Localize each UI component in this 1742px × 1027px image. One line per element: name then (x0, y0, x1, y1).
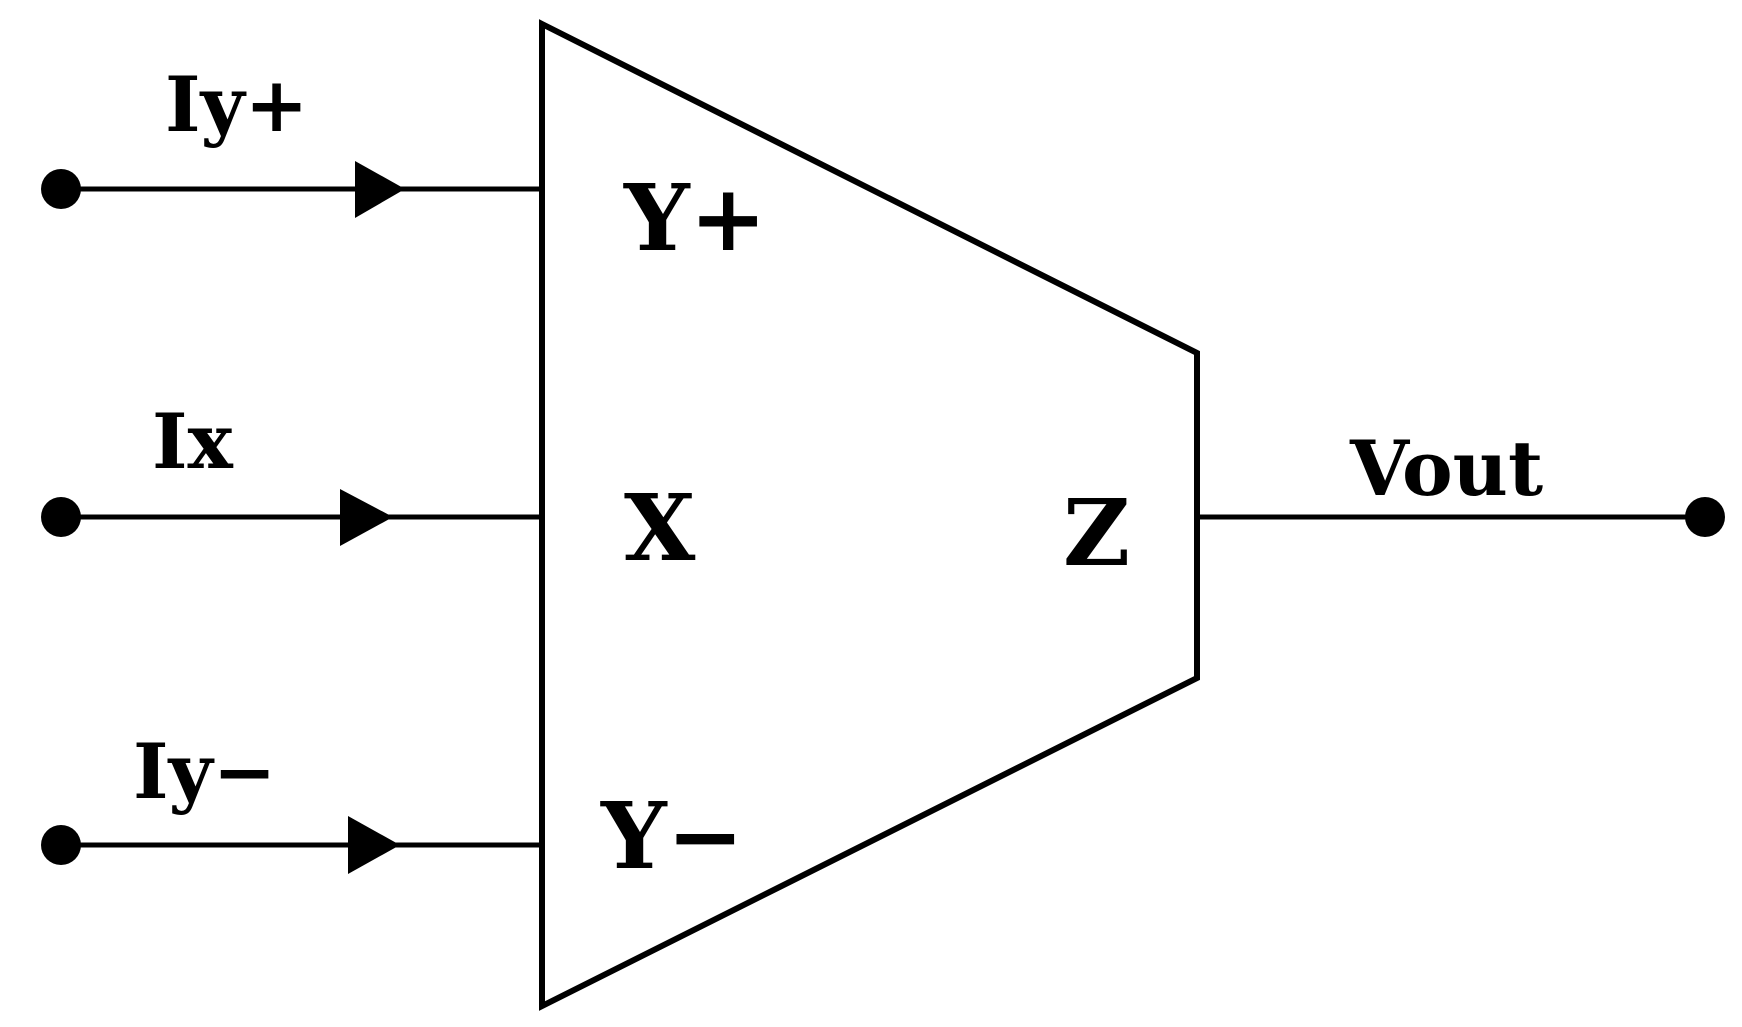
port-y-plus-label: Y+ (623, 164, 767, 272)
port-z-label: Z (1063, 479, 1130, 587)
output-z: Z Vout (1063, 424, 1725, 587)
amplifier-block (539, 19, 1200, 1011)
port-y-minus-label: Y− (600, 782, 744, 890)
input-y-plus: Iy+ Y+ (41, 60, 767, 272)
port-x-label: X (624, 474, 696, 582)
input-y-minus-arrow-icon (348, 816, 400, 874)
input-x-current-label: Ix (152, 397, 234, 486)
input-y-minus-current-label: Iy− (133, 727, 276, 816)
output-voltage-label: Vout (1349, 424, 1543, 513)
input-y-plus-arrow-icon (355, 161, 405, 218)
input-y-minus: Iy− Y− (41, 727, 744, 890)
input-x: Ix X (41, 397, 696, 582)
input-x-arrow-icon (340, 489, 393, 546)
input-y-plus-current-label: Iy+ (165, 60, 308, 149)
output-terminal (1685, 497, 1725, 537)
